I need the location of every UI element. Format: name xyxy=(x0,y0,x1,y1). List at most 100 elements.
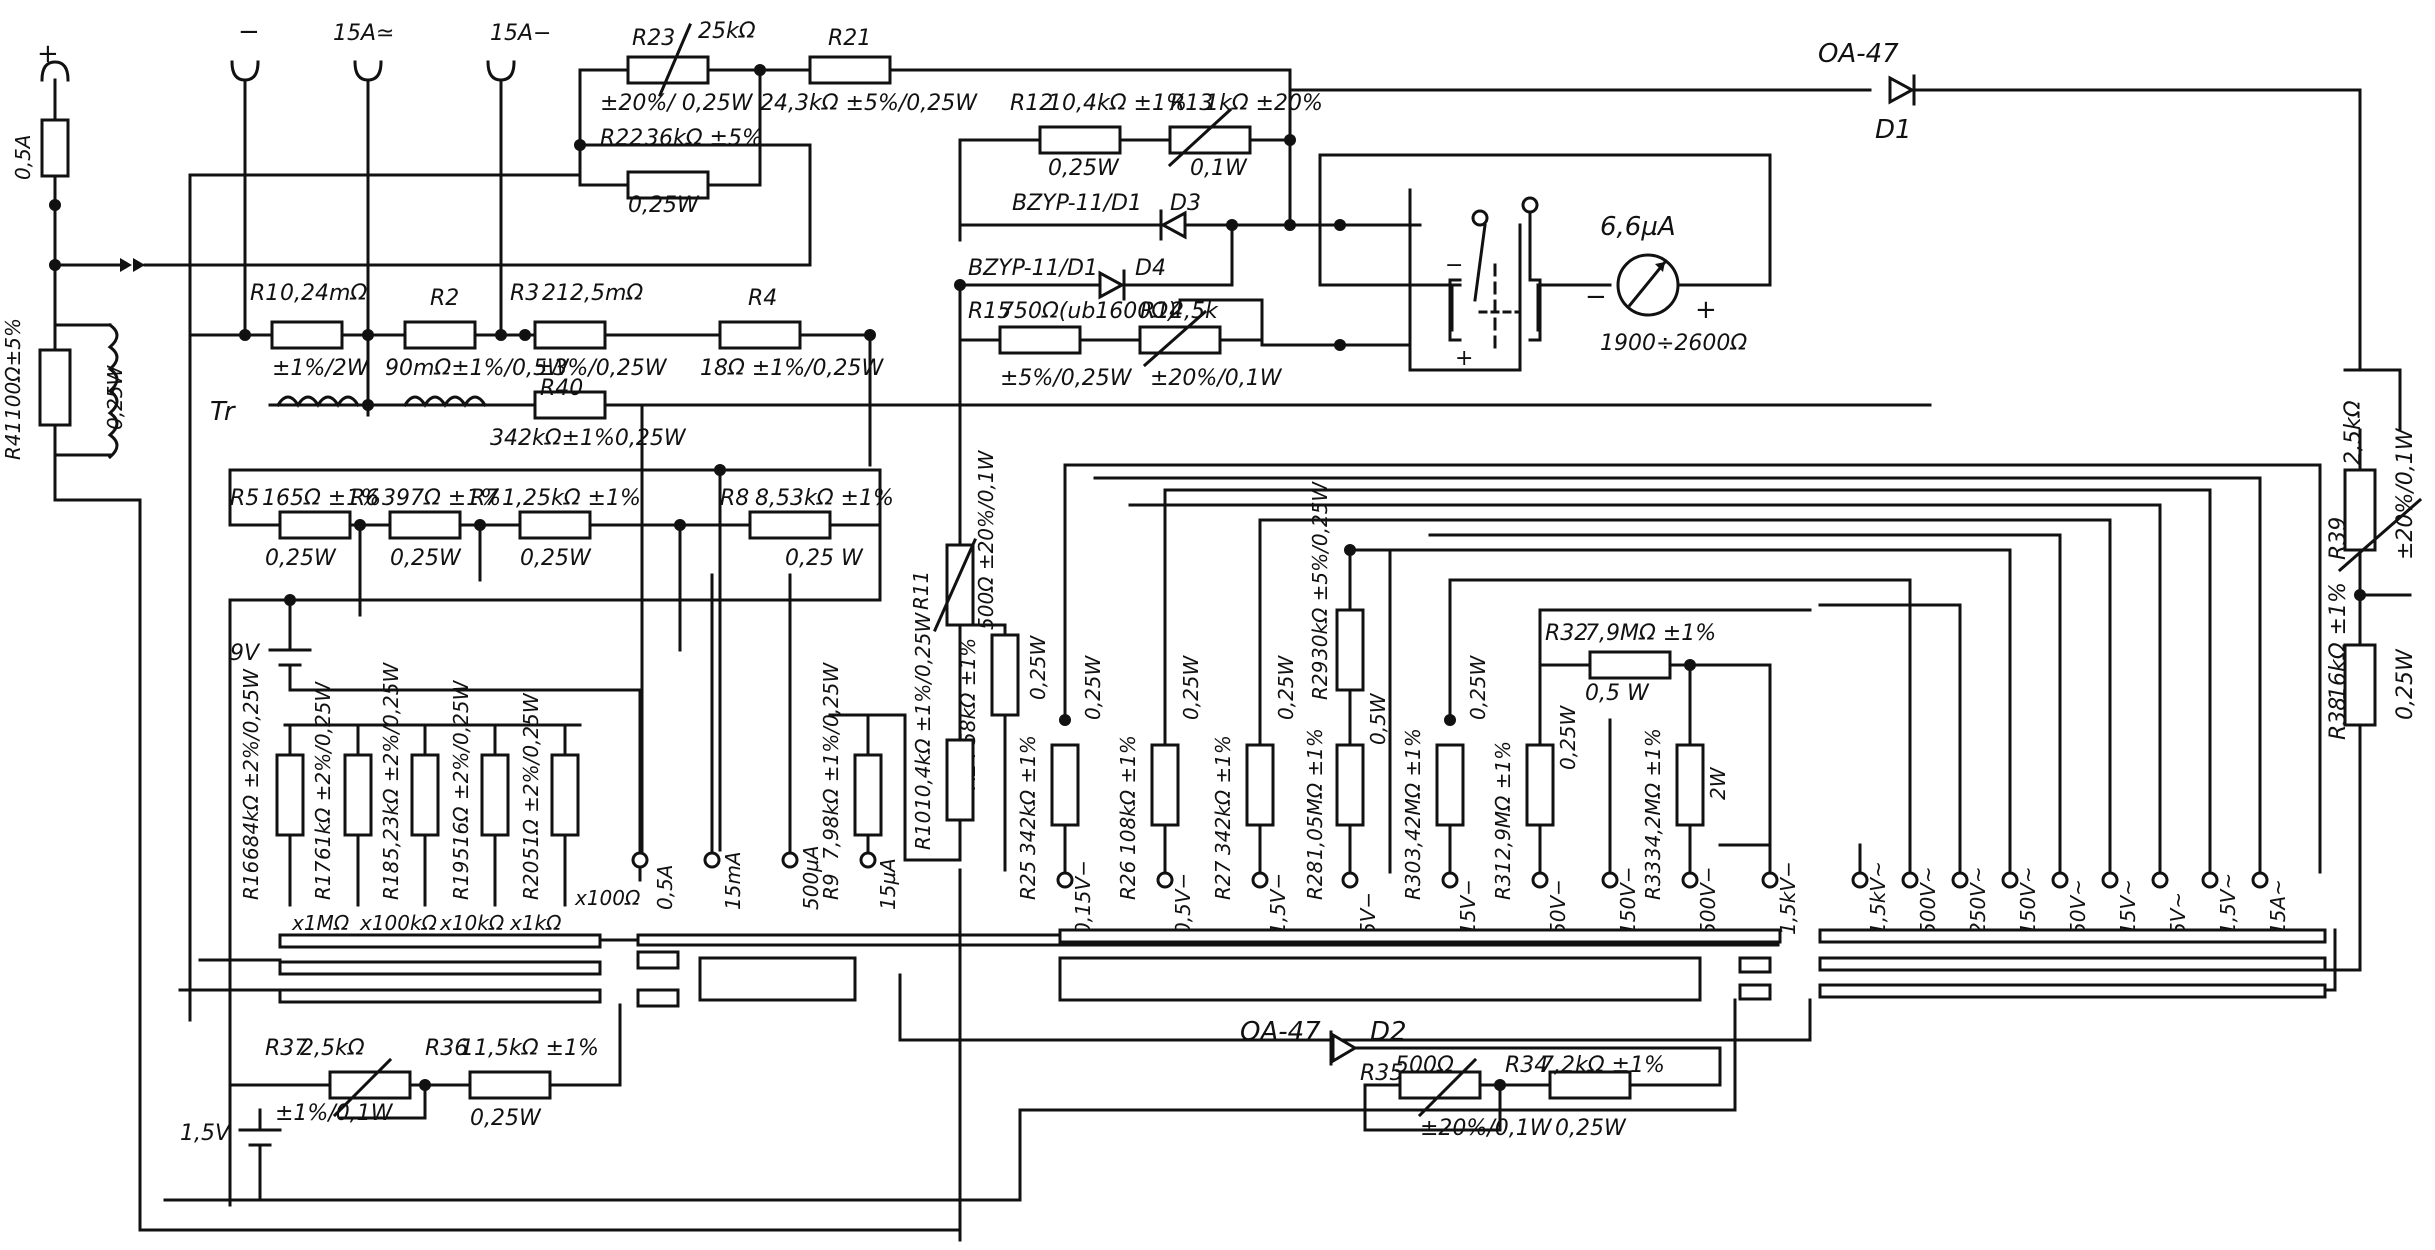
r36-name: R36 xyxy=(425,1036,468,1061)
r16-name: R16 xyxy=(239,861,263,900)
resistor-r30 xyxy=(1435,743,1465,827)
r12-name: R12 xyxy=(1010,91,1053,116)
r13-spec: 0,1W xyxy=(1190,156,1248,181)
resistor-r21 xyxy=(808,55,892,85)
resistor-r19 xyxy=(480,753,510,837)
r26-spec: 0,25W xyxy=(1179,654,1203,720)
resistor-r16 xyxy=(275,753,305,837)
resistor-r2 xyxy=(403,320,477,350)
dc-range-label: 500V− xyxy=(1696,866,1720,935)
r36-value: 11,5kΩ ±1% xyxy=(460,1036,599,1061)
d1-type: OA-47 xyxy=(1818,39,1899,69)
r30-spec: 0,25W xyxy=(1466,654,1490,720)
fuse xyxy=(40,118,70,178)
r13-name: R13 xyxy=(1170,91,1213,116)
resistor-r7 xyxy=(518,510,592,540)
dc-voltage-terminals: 0,15V− 0,5V− 1,5V− 5V− 15V− 50V− 150V− 5… xyxy=(1056,860,1800,935)
transformer-secondary xyxy=(402,395,488,408)
ac-range-label: 250V~ xyxy=(1966,866,1990,935)
resistor-r9 xyxy=(853,753,883,837)
r2-spec: 90mΩ±1%/0,5W xyxy=(385,356,570,381)
input-terminals: + − 15A≃ 15A− xyxy=(37,17,551,82)
dc-range-label: 1,5V− xyxy=(1266,873,1290,935)
ohm-range-label: x100Ω xyxy=(574,886,641,910)
resistor-r5 xyxy=(278,510,352,540)
resistor-r10 xyxy=(945,738,975,822)
r17-name: R17 xyxy=(311,860,335,900)
r18-name: R18 xyxy=(379,861,403,900)
r9-name: R9 xyxy=(819,873,843,900)
dc-range-label: 0,5V− xyxy=(1171,873,1195,935)
r22-name: R22 xyxy=(600,126,643,151)
d3-type: BZYP-11/D1 xyxy=(1012,191,1142,216)
resistor-r18 xyxy=(410,753,440,837)
current-range-label: 15mA xyxy=(721,851,745,910)
r38-spec: 0,25W xyxy=(2393,648,2418,720)
r30-name: R30 xyxy=(1401,861,1425,900)
r29-spec: 30kΩ ±5%/0,25W xyxy=(1308,481,1332,660)
r32-name: R32 xyxy=(1545,621,1588,646)
r21-name: R21 xyxy=(828,26,871,51)
diode-d1 xyxy=(1888,75,1916,105)
meter-switch: − + 6,6µA − + 1900÷2600Ω xyxy=(1318,153,1772,372)
r7-name: R7 xyxy=(470,486,499,511)
resistor-r14 xyxy=(1138,325,1222,355)
r22-spec: 0,25W xyxy=(628,193,700,218)
ac-range-label: 5V~ xyxy=(2166,892,2190,935)
r5-name: R5 xyxy=(230,486,259,511)
r1-name: R1 xyxy=(250,281,279,306)
resistor-r17 xyxy=(343,753,373,837)
r26-name: R26 xyxy=(1116,861,1140,900)
r10-name: R10 xyxy=(911,811,935,850)
r34-value: 7,2kΩ ±1% xyxy=(1540,1053,1665,1078)
r33-name: R33 xyxy=(1641,861,1665,900)
resistor-r6 xyxy=(388,510,462,540)
r32-spec: 0,5 W xyxy=(1585,681,1650,706)
d2-name: D2 xyxy=(1370,1017,1407,1047)
ohm-range-label: x10kΩ xyxy=(439,911,505,935)
resistor-r32 xyxy=(1588,650,1672,680)
current-range-labels: 0,5A 15mA 500µA 15µA xyxy=(653,845,900,910)
range-switch-bars xyxy=(278,928,2327,1008)
r31-name: R31 xyxy=(1491,861,1515,900)
r28-name: R28 xyxy=(1303,861,1327,900)
meter-plus: + xyxy=(1695,295,1717,325)
resistor-r40 xyxy=(533,390,607,420)
transformer-primary xyxy=(275,395,361,408)
r23-spec: ±20%/ 0,25W xyxy=(600,91,754,116)
r3-name: R3 xyxy=(510,281,539,306)
meter-minus: − xyxy=(1585,282,1607,312)
diode-d2 xyxy=(1331,1032,1358,1064)
transformer-label: Tr xyxy=(210,397,237,427)
r19-name: R19 xyxy=(449,861,473,900)
r28-spec: 0,5W xyxy=(1366,692,1390,745)
r35-value: 500Ω xyxy=(1395,1053,1454,1078)
r26-value: 108kΩ ±1% xyxy=(1116,735,1140,855)
r35-name: R35 xyxy=(1360,1061,1403,1086)
r25-name: R25 xyxy=(1016,861,1040,900)
r30-value: 3,42MΩ ±1% xyxy=(1401,728,1425,860)
r37-name: R37 xyxy=(265,1036,308,1061)
r3-spec: ±3%/0,25W xyxy=(535,356,668,381)
battery-1-5v-label: 1,5V xyxy=(180,1121,232,1146)
ohm-range-label: x100kΩ xyxy=(359,911,438,935)
r16-spec: 684kΩ ±2%/0,25W xyxy=(239,668,263,860)
r34-spec: 0,25W xyxy=(1555,1116,1627,1141)
r36-spec: 0,25W xyxy=(470,1106,542,1131)
r41-name: R41 xyxy=(1,421,25,460)
resistor-r37 xyxy=(328,1070,412,1100)
r14-value: 2,5k xyxy=(1170,299,1219,324)
r39-value: 2,5kΩ xyxy=(2341,400,2366,465)
r32-value: 7,9MΩ ±1% xyxy=(1585,621,1716,646)
r8-spec: 0,25 W xyxy=(785,546,864,571)
r1-value: 0,24mΩ xyxy=(280,281,367,306)
resistor-r33 xyxy=(1675,743,1705,827)
r39-name: R39 xyxy=(2326,517,2351,560)
r15-name: R15 xyxy=(968,299,1011,324)
resistor-r1 xyxy=(270,320,344,350)
ohm-range-label: x1MΩ xyxy=(291,911,350,935)
r8-name: R8 xyxy=(720,486,749,511)
dc-range-label: 150V− xyxy=(1616,866,1640,935)
resistor-r13 xyxy=(1168,125,1252,155)
